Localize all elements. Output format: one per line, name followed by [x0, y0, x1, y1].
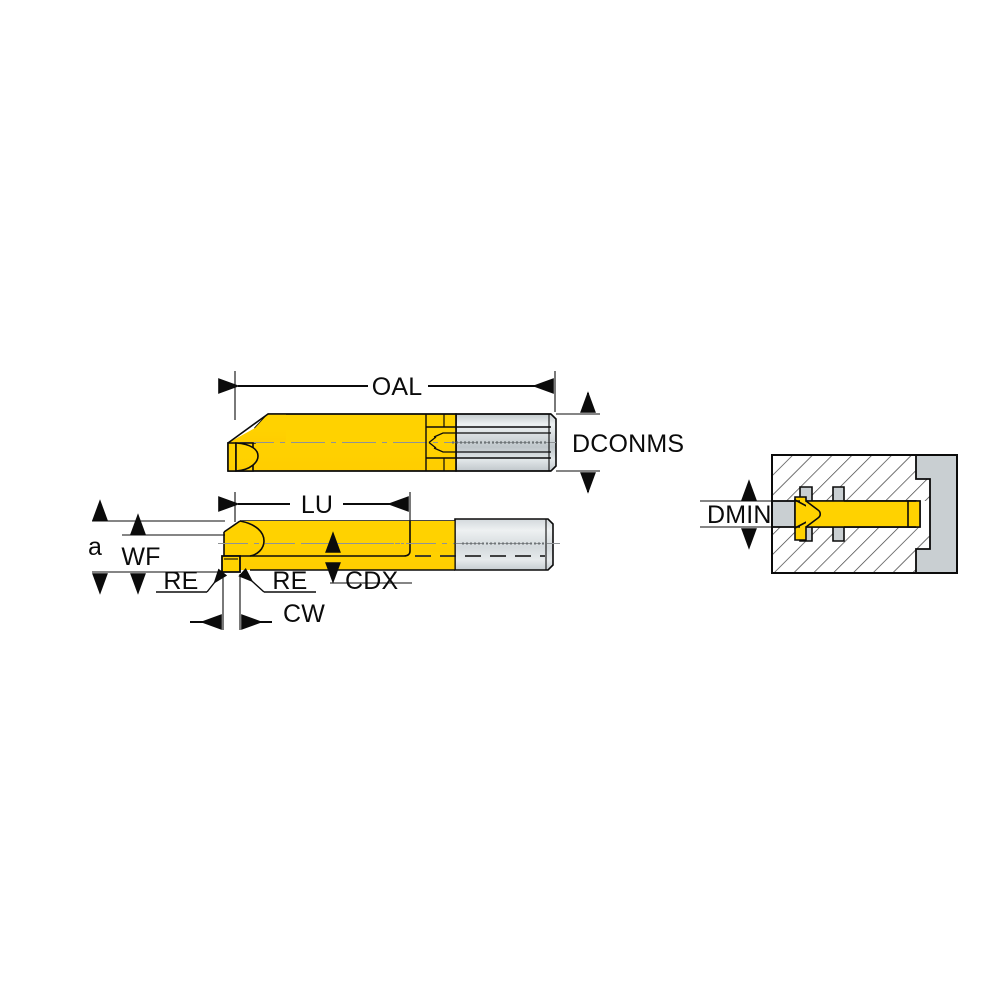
- dimension-dmin: DMIN: [700, 479, 775, 550]
- top-tool-body: [227, 413, 557, 472]
- section-view-group: DMIN: [700, 454, 958, 574]
- top-coolant-upper: [433, 432, 551, 438]
- top-chamfer-edge: [227, 413, 269, 444]
- dimension-cw: CW: [190, 574, 325, 630]
- oal-label: OAL: [372, 373, 423, 401]
- top-coolant-vee: [428, 436, 437, 449]
- side-bar-step: [403, 521, 411, 557]
- top-coolant-lower: [433, 447, 551, 453]
- side-cutting-insert: [221, 555, 241, 573]
- side-nose-chamfer: [223, 520, 241, 533]
- dimension-re-right: RE: [238, 567, 316, 595]
- top-view-group: OAL: [218, 371, 684, 494]
- dimension-oal: OAL: [218, 371, 556, 420]
- side-insert-arc: [239, 520, 265, 557]
- cw-label: CW: [283, 600, 325, 628]
- re-left-leader: [206, 568, 228, 593]
- re-right-label: RE: [272, 567, 307, 595]
- dimension-re-left: RE: [156, 567, 228, 595]
- section-nose-arc: [805, 500, 822, 528]
- wf-label: WF: [121, 543, 160, 571]
- dconms-label: DCONMS: [572, 430, 684, 458]
- side-tool-body: [218, 518, 560, 573]
- section-bar-endcap: [907, 500, 921, 528]
- dimension-wf: WF: [121, 513, 225, 595]
- dimension-dconms: DCONMS: [556, 391, 684, 494]
- re-right-leader: [238, 568, 265, 593]
- re-left-label: RE: [163, 567, 198, 595]
- dmin-label: DMIN: [707, 501, 772, 529]
- lu-label: LU: [301, 491, 333, 519]
- cdx-label: CDX: [345, 567, 399, 595]
- dimension-cdx: CDX: [325, 531, 412, 595]
- side-bar-fill: [250, 521, 455, 556]
- side-view-group: LU: [88, 491, 560, 630]
- top-chamfer-face: [228, 414, 286, 443]
- workpiece-outline: [771, 454, 958, 574]
- top-insert-nose-arc: [235, 442, 259, 472]
- a-label: a: [88, 533, 102, 561]
